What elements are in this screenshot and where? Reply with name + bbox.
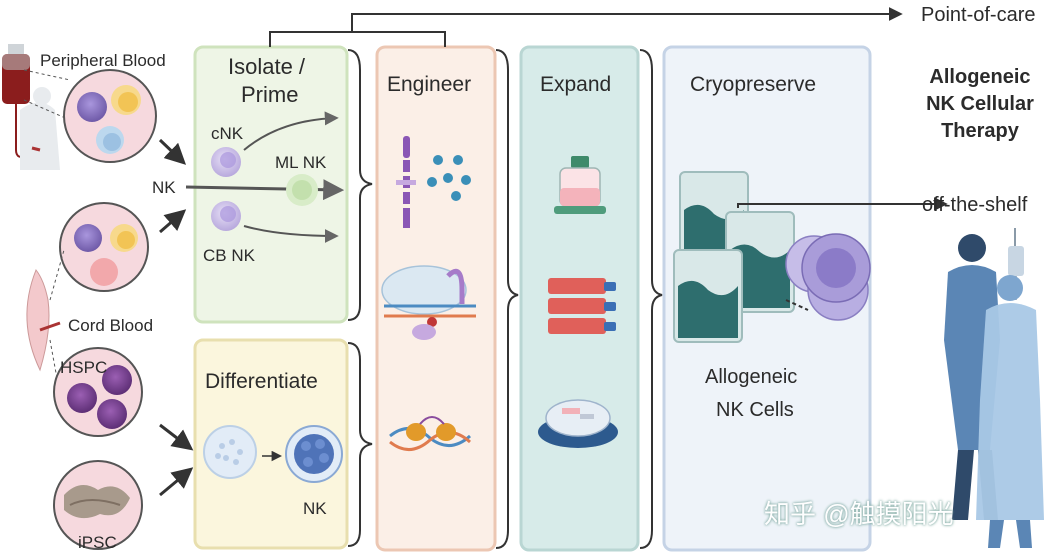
brace-differentiate <box>347 342 373 547</box>
patient-silhouettes-icon <box>944 228 1044 548</box>
hspc-dish-icon <box>203 425 257 479</box>
brace-engineer <box>495 49 519 549</box>
hspc-cells <box>53 347 143 437</box>
brace-expand <box>639 49 663 549</box>
cord-blood-label: Cord Blood <box>68 316 154 335</box>
cb-nk-label: CB NK <box>203 246 255 265</box>
allogeneic-nk-cells-label-2: NK Cells <box>716 399 794 421</box>
peripheral-blood-label: Peripheral Blood <box>40 51 166 70</box>
base-editor-icon <box>389 416 472 451</box>
cord-blood-cells <box>59 202 149 292</box>
watermark-text: 知乎 @触摸阳光 <box>764 499 954 529</box>
ml-nk-label: ML NK <box>275 153 327 172</box>
car-receptor-icon <box>396 136 416 228</box>
cryopreserve-title: Cryopreserve <box>690 73 817 96</box>
isolate-prime-title-2: Prime <box>241 82 299 107</box>
hspc-label: HSPC <box>60 358 108 377</box>
point-of-care-bracket <box>269 31 446 47</box>
cryo-bags-icon <box>673 171 795 343</box>
allogeneic-nk-cells-label-1: Allogeneic <box>705 366 798 388</box>
point-of-care-arrow <box>351 7 903 32</box>
blood-bag-icon <box>2 44 30 159</box>
headline-line-2: NK Cellular <box>926 93 1034 115</box>
culture-flasks-icon <box>548 278 616 334</box>
ml-nk-cell-icon <box>286 174 318 206</box>
differentiate-title: Differentiate <box>205 370 318 393</box>
umbilical-cord-icon <box>26 269 61 372</box>
ipsc-label: iPSC <box>78 533 117 552</box>
nk-dish-icon <box>285 425 343 483</box>
cb-nk-cell-icon <box>211 201 241 231</box>
peripheral-blood-cells <box>63 69 157 163</box>
headline-line-1: Allogeneic <box>929 66 1031 88</box>
brace-isolate <box>347 49 373 321</box>
cnk-cell-icon <box>211 147 241 177</box>
headline-line-3: Therapy <box>941 120 1019 142</box>
culture-bottle-icon <box>554 156 606 214</box>
off-the-shelf-label: off-the-shelf <box>922 194 1028 216</box>
isolate-prime-title-1: Isolate / <box>228 54 306 79</box>
point-of-care-label: Point-of-care <box>921 4 1036 26</box>
ipsc-cells <box>53 460 143 550</box>
allogeneic-nk-cells-icon <box>785 233 871 321</box>
cnk-label: cNK <box>211 124 244 143</box>
cytokine-icon <box>427 155 471 201</box>
differentiate-panel <box>193 338 349 550</box>
bioreactor-icon <box>538 399 618 448</box>
donor-silhouette-icon <box>20 87 60 170</box>
expand-title: Expand <box>540 73 612 96</box>
off-the-shelf-arrow <box>737 197 948 211</box>
nk-source-label: NK <box>152 178 176 197</box>
engineer-title: Engineer <box>387 73 472 96</box>
differentiated-nk-label: NK <box>303 499 327 518</box>
crispr-icon <box>381 265 476 340</box>
